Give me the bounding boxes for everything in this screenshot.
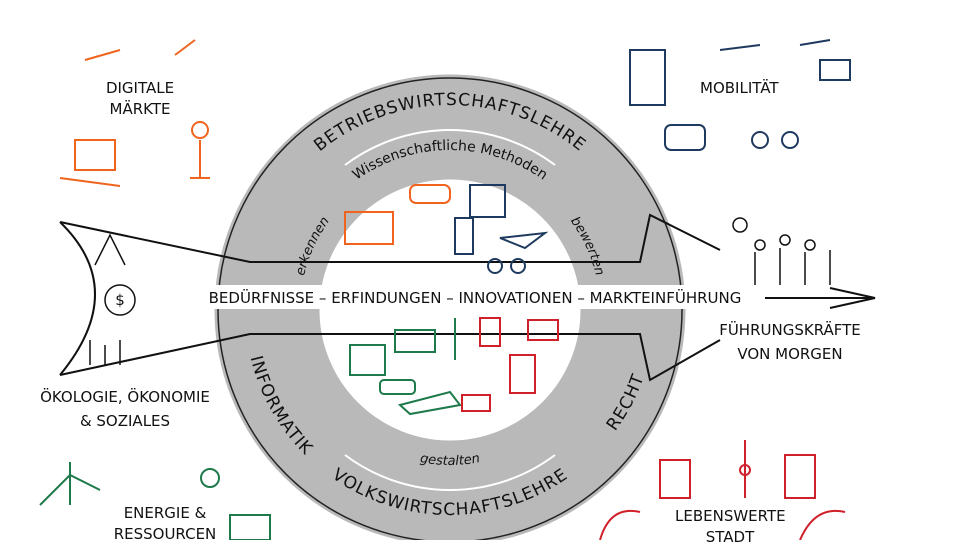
arrow-head bbox=[829, 287, 876, 309]
innovation-icons-top bbox=[344, 184, 549, 274]
energy-illustration bbox=[39, 462, 271, 540]
process-band bbox=[185, 285, 765, 309]
label-ecology: ÖKOLOGIE, ÖKONOMIE & SOZIALES bbox=[25, 385, 225, 433]
leaders-line-1: FÜHRUNGSKRÄFTE bbox=[719, 321, 861, 339]
arrow-tail bbox=[59, 221, 96, 376]
cycle-arrow-bottom bbox=[344, 454, 556, 491]
digital-markets-illustration bbox=[59, 39, 210, 187]
livable-city-illustration bbox=[599, 440, 846, 540]
ring-outline bbox=[217, 77, 683, 540]
label-digital-markets: DIGITALE MÄRKTE bbox=[105, 79, 175, 118]
label-livable-city: LEBENSWERTE STADT bbox=[675, 507, 786, 546]
leaders-illustration bbox=[732, 217, 831, 285]
label-mobility: MOBILITÄT bbox=[700, 79, 779, 97]
process-label: BEDÜRFNISSE – ERFINDUNGEN – INNOVATIONEN… bbox=[209, 288, 742, 307]
ecology-line-2: & SOZIALES bbox=[79, 412, 171, 430]
leaders-line-2: VON MORGEN bbox=[737, 345, 843, 363]
arrow-lower-edge bbox=[59, 333, 721, 382]
label-energy-resources: ENERGIE & RESSOURCEN bbox=[113, 504, 217, 543]
mobility-illustration bbox=[629, 39, 851, 151]
verb-gestalten: gestalten bbox=[419, 451, 481, 469]
innovation-icons-bottom bbox=[349, 317, 559, 416]
cycle-arrow-top bbox=[344, 129, 556, 166]
discipline-ring bbox=[214, 74, 686, 540]
ecology-illustration bbox=[89, 233, 136, 365]
ecology-line-1: ÖKOLOGIE, ÖKONOMIE bbox=[40, 388, 210, 406]
money-bag-icon: $ bbox=[115, 291, 125, 309]
label-future-leaders: FÜHRUNGSKRÄFTE VON MORGEN bbox=[705, 318, 875, 366]
arrow-upper-edge bbox=[59, 213, 721, 263]
